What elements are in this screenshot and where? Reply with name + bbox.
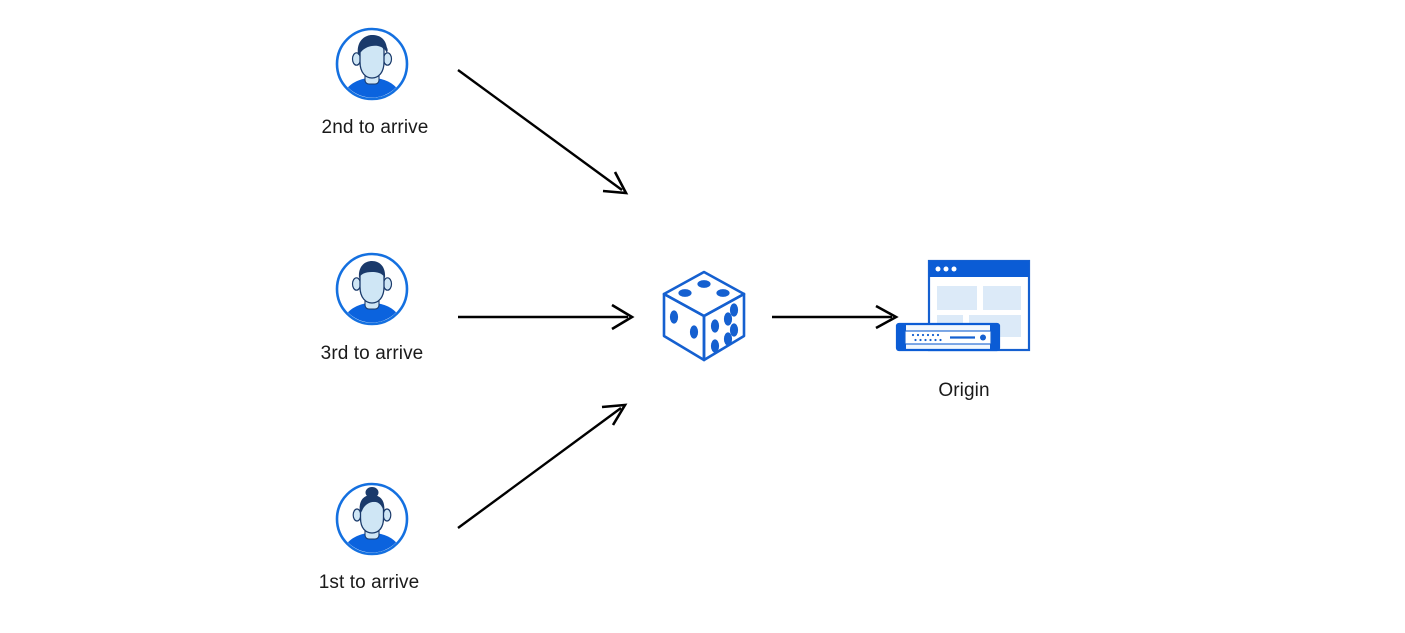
client-label-3rd: 3rd to arrive [320, 343, 424, 364]
user-avatar-icon [335, 27, 409, 101]
client-label-1st: 1st to arrive [318, 572, 420, 593]
arrow-3rd-to-dice [458, 303, 635, 331]
server-device [895, 322, 1001, 352]
client-node-2nd[interactable] [334, 26, 410, 102]
dice-icon [662, 270, 746, 362]
user-avatar-icon [335, 482, 409, 556]
arrow-1st-to-dice [457, 403, 628, 529]
client-node-1st[interactable] [334, 481, 410, 557]
arrow-dice-to-origin [772, 304, 899, 330]
origin-label: Origin [938, 380, 990, 401]
client-label-2nd: 2nd to arrive [321, 117, 429, 138]
origin-server-icon [895, 259, 1031, 352]
client-node-3rd[interactable] [334, 251, 410, 327]
dice-node[interactable] [658, 268, 750, 364]
user-avatar-icon [335, 252, 409, 326]
arrow-2nd-to-dice [457, 69, 629, 195]
origin-node[interactable] [893, 258, 1033, 360]
